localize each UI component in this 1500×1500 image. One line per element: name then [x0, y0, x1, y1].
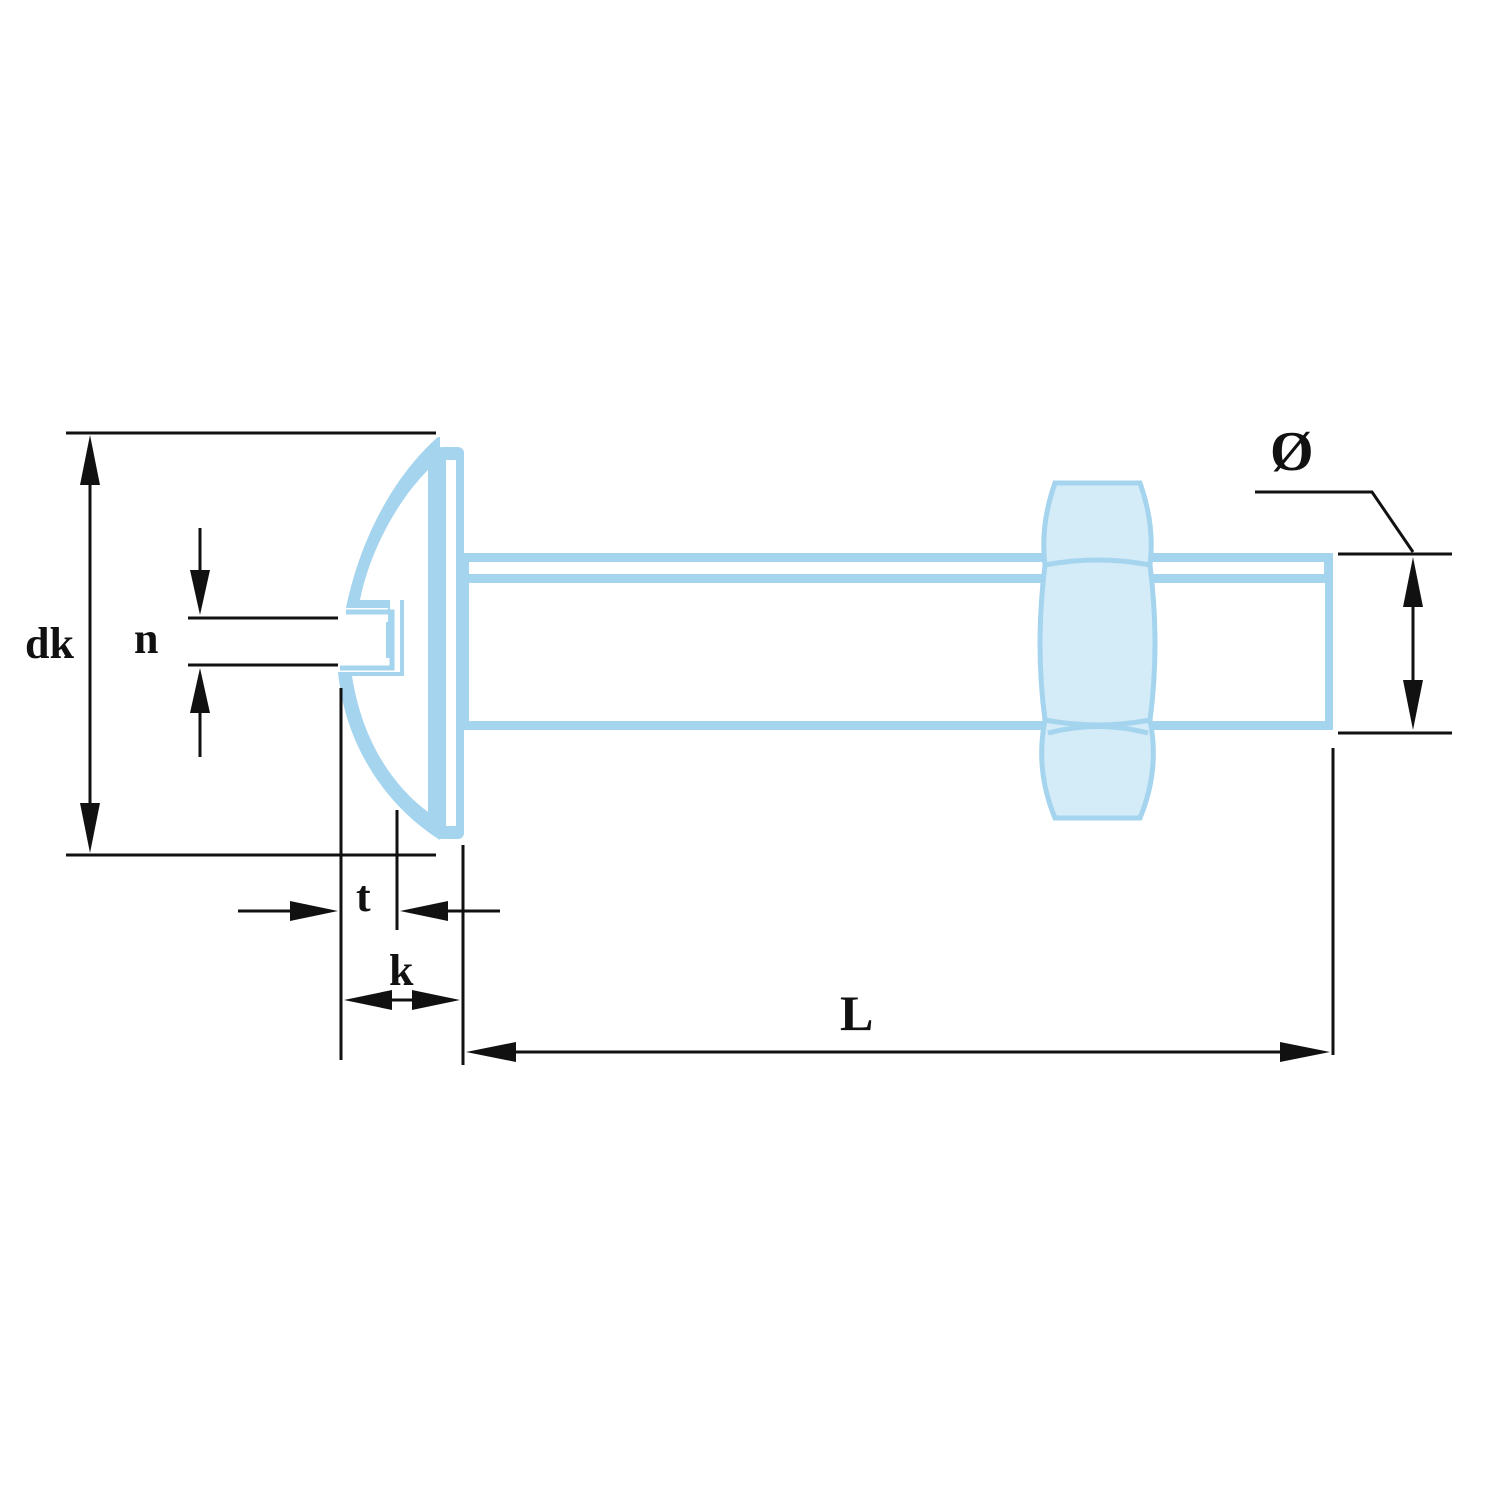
dia-arrow-top: [1403, 557, 1423, 607]
nut-face-line-3: [1047, 724, 1149, 736]
t-arrow-right: [400, 901, 448, 921]
head-flange-inner: [446, 460, 456, 826]
dk-arrow-bottom: [80, 803, 100, 853]
hex-nut: [1037, 480, 1158, 821]
L-label: L: [840, 985, 873, 1041]
shank-bottom-line: [460, 721, 1332, 730]
dia-leader: [1255, 490, 1415, 553]
L-arrow-left: [466, 1042, 516, 1062]
k-arrow-right: [412, 990, 460, 1010]
k-label: k: [389, 946, 414, 995]
head-slot-outline: [340, 609, 395, 671]
dim-dk: dk: [25, 431, 436, 857]
dia-label: Ø: [1270, 421, 1314, 483]
n-label: n: [134, 614, 158, 663]
dim-t: t: [238, 688, 500, 1060]
dim-L: L: [466, 748, 1335, 1062]
shank-end-line: [1325, 553, 1333, 730]
dim-diameter: Ø: [1255, 421, 1452, 735]
dim-k: k: [344, 845, 465, 1065]
dk-arrow-top: [80, 435, 100, 485]
shank-top-band-inner: [466, 562, 1324, 574]
dim-n: n: [134, 528, 338, 757]
L-arrow-right: [1280, 1042, 1330, 1062]
dimensions: dk n t k: [25, 421, 1452, 1065]
dia-arrow-bottom: [1403, 680, 1423, 730]
nut-face-line-1: [1044, 557, 1151, 568]
dk-label: dk: [25, 619, 74, 668]
bolt-part: [338, 437, 1333, 840]
bolt-shank: [460, 553, 1333, 730]
t-label: t: [356, 872, 371, 921]
bolt-head: [338, 437, 464, 840]
shank-left-line: [460, 553, 469, 730]
head-dome-inner: [352, 470, 428, 812]
head-slot: [342, 622, 386, 658]
t-arrow-left: [290, 901, 338, 921]
n-arrow-bottom: [190, 668, 210, 713]
n-arrow-top: [190, 570, 210, 615]
nut-outline: [1037, 480, 1158, 821]
k-arrow-left: [344, 990, 392, 1010]
nut-body: [1040, 483, 1155, 818]
